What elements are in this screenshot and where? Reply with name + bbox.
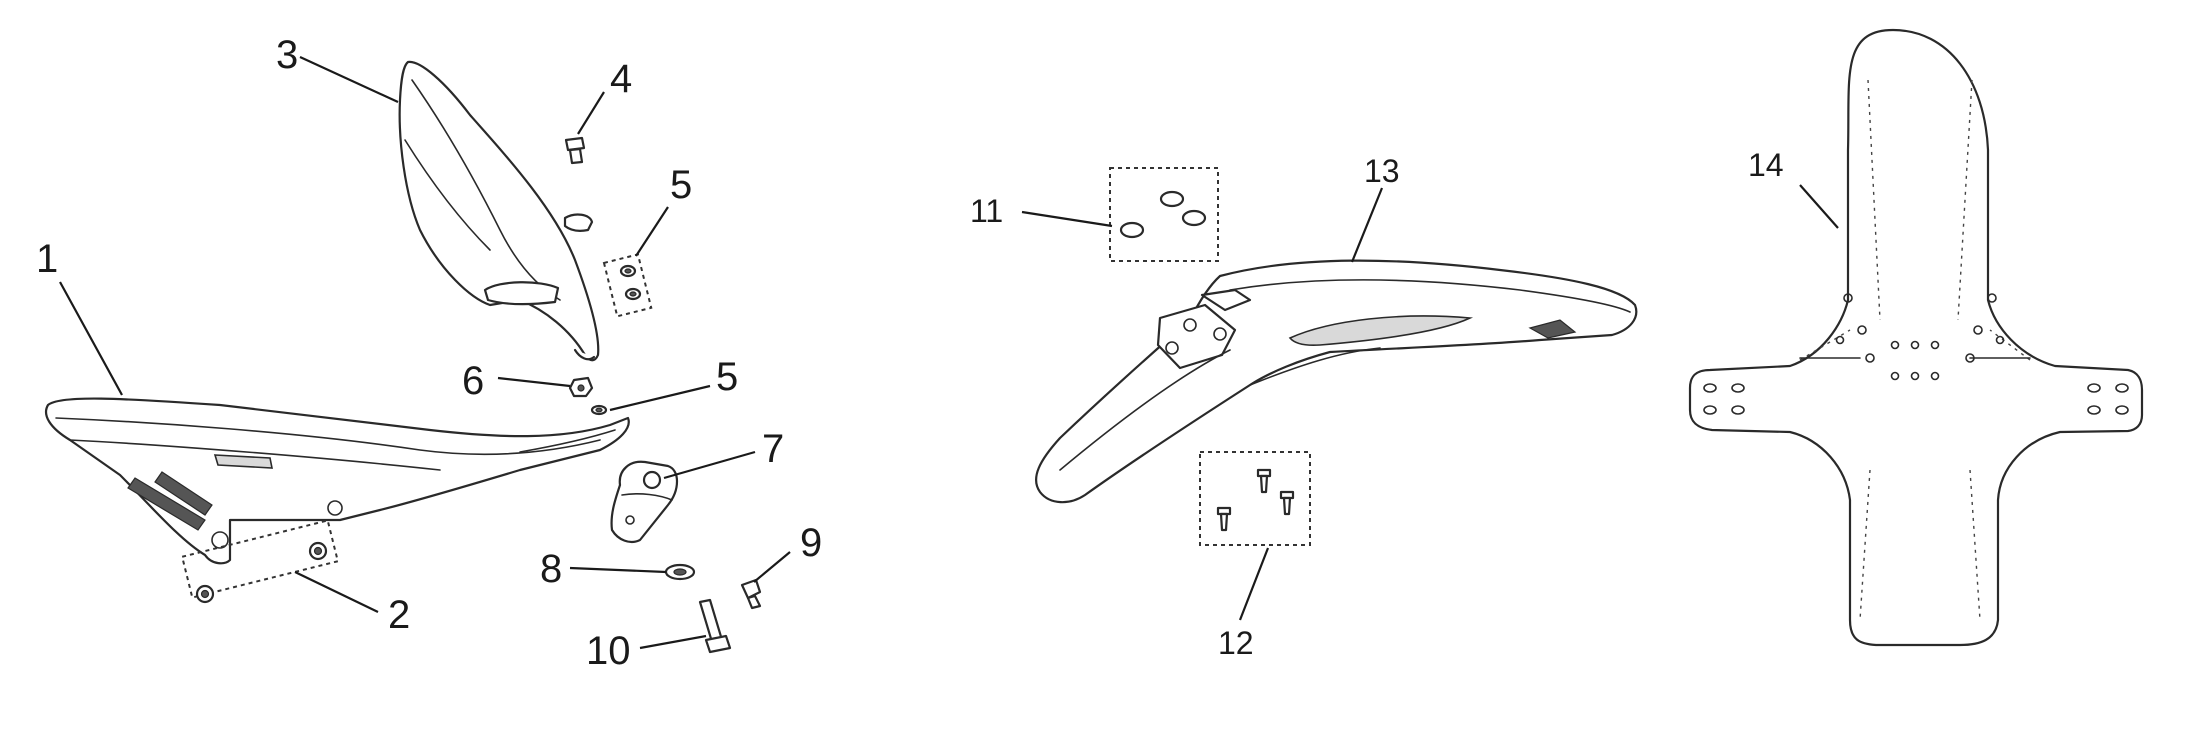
callout-10: 10 [586, 629, 631, 673]
leader-3 [299, 56, 399, 103]
leader-7 [663, 450, 756, 480]
part-9-bolt [740, 578, 762, 610]
callout-2: 2 [388, 593, 410, 637]
callout-5a: 5 [670, 163, 692, 207]
leader-5a [635, 206, 669, 257]
leader-12 [1238, 547, 1270, 621]
callout-11: 11 [970, 193, 1003, 229]
callout-13: 13 [1364, 153, 1400, 189]
callout-3: 3 [276, 33, 298, 77]
callout-8: 8 [540, 547, 562, 591]
callout-labels: 1 2 3 4 5 6 5 7 8 9 10 11 12 13 14 [36, 33, 1784, 673]
leader-6 [497, 376, 571, 388]
leader-1 [59, 281, 123, 396]
leader-13 [1350, 187, 1384, 263]
part-5-washer-lower [590, 404, 608, 416]
part-8-washer [664, 563, 696, 581]
leader-2 [294, 571, 379, 613]
callout-7: 7 [762, 427, 784, 471]
part-14-mud-flap [1688, 28, 2144, 647]
part-2-screws [180, 519, 340, 604]
part-1-chain-guard [44, 397, 630, 565]
leader-10 [639, 634, 707, 650]
callout-5b: 5 [716, 355, 738, 399]
part-4-bolt [564, 136, 586, 165]
part-12-screws [1199, 451, 1311, 546]
part-7-bracket [610, 460, 679, 544]
callout-6: 6 [462, 359, 484, 403]
part-6-nut [568, 376, 594, 398]
leader-8 [569, 566, 667, 574]
leader-11 [1021, 210, 1113, 228]
callout-4: 4 [610, 57, 632, 101]
callout-12: 12 [1218, 625, 1254, 661]
leader-5b [609, 384, 711, 412]
part-10-long-bolt [698, 598, 732, 654]
callout-9: 9 [800, 521, 822, 565]
callout-1: 1 [36, 237, 58, 281]
part-11-grommets [1109, 167, 1219, 262]
part-5-washers-upper [602, 253, 653, 318]
part-13-front-fender [1035, 259, 1638, 504]
leader-14 [1799, 184, 1839, 229]
leader-9 [753, 551, 791, 583]
leader-lines [59, 56, 1839, 650]
callout-14: 14 [1748, 147, 1784, 183]
part-3-rear-hugger [398, 60, 600, 362]
leader-4 [577, 91, 605, 135]
